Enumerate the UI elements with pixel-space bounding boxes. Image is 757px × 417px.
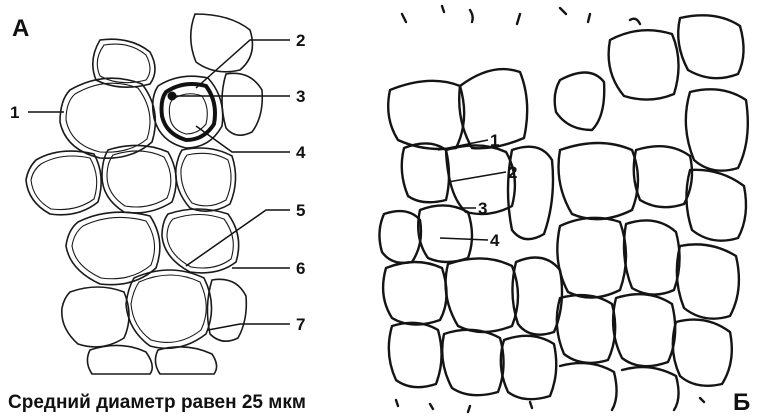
label-6: 6 [296, 259, 305, 278]
cell-7-region [126, 270, 212, 348]
micro-label-3: 3 [478, 199, 487, 218]
cell-mid-center [102, 145, 176, 212]
label-2: 2 [296, 31, 305, 50]
cell-bottom-row [87, 345, 216, 374]
label-1: 1 [10, 103, 19, 122]
cell-lower-right [162, 209, 239, 273]
label-4: 4 [296, 143, 306, 162]
cell-bottom-left [62, 287, 129, 347]
micro-label-2: 2 [508, 163, 517, 182]
cell-mid-right [176, 148, 236, 211]
nucleus [168, 92, 177, 101]
label-5: 5 [296, 201, 305, 220]
panel-a-leaders [28, 40, 290, 330]
panel-b-letter: Б [733, 389, 750, 416]
cell-mid-left [26, 151, 101, 215]
cell-right-upper [222, 73, 262, 135]
micro-label-1: 1 [490, 131, 499, 150]
micro-label-4: 4 [490, 231, 500, 250]
cell-top-left [93, 39, 155, 87]
cell-top-right [191, 14, 253, 72]
panel-b-micrograph: 1 2 3 4 Б [379, 6, 750, 416]
label-7: 7 [296, 315, 305, 334]
cell-bottom-right [207, 279, 246, 341]
panel-a-drawing: А [8, 14, 306, 413]
scale-caption: Средний диаметр равен 25 мкм [8, 392, 306, 413]
panel-a-letter: А [12, 15, 29, 42]
label-3: 3 [296, 87, 305, 106]
